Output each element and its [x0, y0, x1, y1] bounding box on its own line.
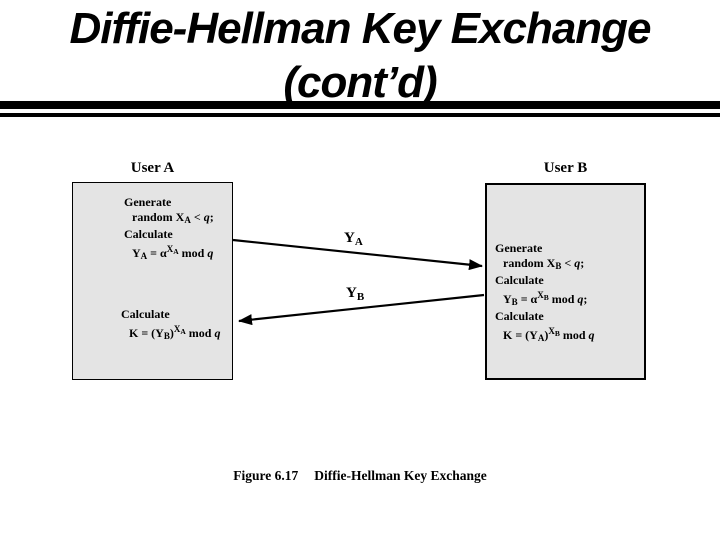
box-b-line1: Generate [495, 241, 543, 255]
user-b-label: User B [543, 160, 588, 176]
user-a-calculate-block: Calculate K = (YB)XA mod q [121, 307, 220, 343]
box-b-line3: Calculate [495, 273, 544, 287]
figure-caption-number: Figure 6.17 [233, 468, 299, 483]
box-a-line3: Calculate [124, 227, 173, 241]
box-a-line2: random XA < q; [132, 209, 214, 225]
box-a-line6: K = (YB)XA mod q [129, 323, 221, 341]
box-b-line2: random XB < q; [503, 255, 585, 271]
figure-caption: Figure 6.17 Diffie-Hellman Key Exchange [0, 468, 720, 484]
arrow-label-yb: YB [346, 285, 365, 303]
box-a-line4: YA = αXA mod q [132, 243, 214, 261]
page-title: Diffie-Hellman Key Exchange (cont’d) [0, 2, 720, 110]
user-b-block: Generate random XB < q; Calculate YB = α… [495, 241, 595, 345]
box-a-line1: Generate [124, 195, 172, 209]
box-a-line5: Calculate [121, 307, 170, 321]
box-b-line6: K = (YA)XB mod q [503, 325, 595, 343]
page-title-line2: (cont’d) [283, 58, 437, 107]
title-separator-thick [0, 101, 720, 109]
arrow-label-ya: YA [344, 230, 363, 248]
user-a-box: Generate random XA < q; Calculate YA = α… [72, 182, 233, 380]
box-b-line4: YB = αXB mod q; [503, 289, 588, 307]
page-title-line1: Diffie-Hellman Key Exchange [69, 4, 651, 53]
user-a-generate-block: Generate random XA < q; Calculate YA = α… [124, 195, 214, 263]
title-separator-thin [0, 113, 720, 117]
user-a-label: User A [130, 160, 175, 176]
box-b-line5: Calculate [495, 309, 544, 323]
user-b-box: Generate random XB < q; Calculate YB = α… [485, 183, 646, 380]
figure-caption-text: Diffie-Hellman Key Exchange [314, 468, 487, 483]
